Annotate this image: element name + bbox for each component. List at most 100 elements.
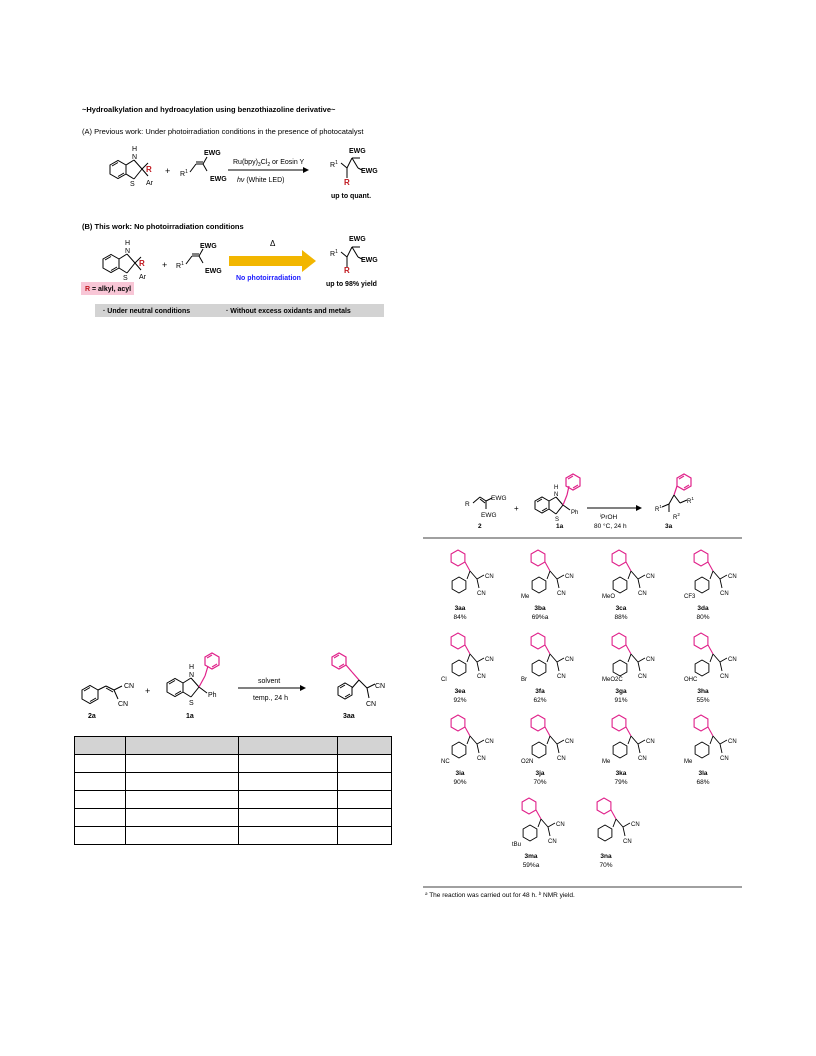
header-cell: [238, 736, 338, 755]
compound-yield: 88%: [614, 614, 627, 621]
ar-label-a: Ar: [146, 180, 154, 187]
cn-label: CN: [646, 574, 655, 580]
core-3aa-left: [337, 679, 376, 700]
cn-2a-1: CN: [124, 683, 134, 690]
cn-label: CN: [557, 674, 566, 680]
compound-name: 3ja: [535, 770, 544, 777]
compound-yield: 90%: [453, 779, 466, 786]
plus-a: +: [165, 166, 170, 176]
cell: [336, 772, 393, 791]
compound-yield: 59%a: [523, 862, 540, 869]
ewg1-pb: EWG: [349, 236, 366, 243]
compound-name: 3la: [698, 770, 707, 777]
cn-2a-2: CN: [118, 701, 128, 708]
cell: [336, 754, 393, 773]
benzyl-1a-left: [198, 652, 220, 688]
cell: [73, 754, 127, 773]
compound-name: 3ca: [616, 605, 627, 612]
table-row: [73, 772, 393, 791]
cn-label: CN: [638, 674, 647, 680]
table-header-row: [73, 736, 393, 755]
cell: [238, 754, 338, 773]
label-3aa-left: 3aa: [343, 713, 355, 720]
n-label-b: N: [125, 248, 130, 255]
cn-label: CN: [565, 574, 574, 580]
conditions-table: [73, 736, 393, 845]
r-label-pb: R: [344, 266, 350, 275]
ewg2-pb: EWG: [361, 257, 378, 264]
h-label-a: H: [132, 146, 137, 153]
core-3a-right: [661, 494, 688, 512]
r1-label-pb: R1: [330, 249, 338, 258]
ewg1-a: EWG: [204, 150, 221, 157]
ewg1-pa: EWG: [349, 148, 366, 155]
cn-label: CN: [485, 739, 494, 745]
header-cell: [336, 736, 393, 755]
cn-label: CN: [638, 756, 647, 762]
r-def-box: [81, 282, 134, 295]
cell: [73, 772, 127, 791]
cn-label: CN: [646, 739, 655, 745]
n-1a-left: N: [189, 672, 194, 679]
cell: [125, 808, 240, 827]
r1b-3a-right: R1: [687, 496, 694, 505]
compound-yield: 70%: [533, 779, 546, 786]
cell: [73, 808, 127, 827]
cell: [125, 772, 240, 791]
cn-label: CN: [646, 657, 655, 663]
ewg2-a: EWG: [210, 176, 227, 183]
table-row: [73, 790, 393, 809]
cn-label: CN: [638, 591, 647, 597]
substituent-label: Br: [521, 677, 527, 683]
h-1a-right: H: [554, 485, 558, 491]
header-cell: [73, 736, 127, 755]
benzothiazoline-1a-left: [166, 677, 208, 698]
compound-yield: 62%: [533, 697, 546, 704]
cn-label: CN: [477, 756, 486, 762]
cn-label: CN: [556, 822, 565, 828]
label-3a-right: 3a: [665, 523, 673, 530]
alkene-a: [189, 156, 208, 173]
cn-label: CN: [477, 674, 486, 680]
h-label-b: H: [125, 240, 130, 247]
r1-label-a: R1: [180, 169, 188, 178]
compound-name: 3aa: [455, 605, 466, 612]
cn-label: CN: [477, 591, 486, 597]
compound-yield: 70%: [599, 862, 612, 869]
r1-label-b: R1: [176, 261, 184, 270]
cn-label: CN: [728, 574, 737, 580]
alkene-2-right: [472, 496, 493, 509]
result-a: up to quant.: [331, 193, 371, 200]
reagent-a-2: hν (White LED): [237, 177, 284, 184]
cell: [125, 754, 240, 773]
cond-left-top: solvent: [258, 678, 280, 685]
delta-label: Δ: [270, 239, 276, 248]
r-label-pa: R: [344, 178, 350, 187]
cn-label: CN: [565, 739, 574, 745]
cn-label: CN: [485, 657, 494, 663]
compound-name: 3ha: [697, 688, 709, 695]
benzyl-3a-right: [673, 473, 692, 496]
s-label-b: S: [123, 275, 128, 282]
substituent-label: O2N: [521, 759, 533, 765]
label-1a-left: 1a: [186, 713, 194, 720]
label-1a-right: 1a: [556, 523, 564, 530]
part-a-heading: (A) Previous work: Under photoirradiatio…: [82, 127, 364, 136]
compound-name: 3ea: [455, 688, 466, 695]
reagent-a-1: Ru(bpy)3Cl2 or Eosin Y: [233, 159, 305, 168]
cell: [125, 826, 240, 845]
benzyl-1a-right: [562, 473, 581, 506]
benzyl-3aa-left: [331, 652, 360, 681]
compound-yield: 92%: [453, 697, 466, 704]
cell: [238, 790, 338, 809]
r1-3a-right: R1: [655, 504, 662, 513]
